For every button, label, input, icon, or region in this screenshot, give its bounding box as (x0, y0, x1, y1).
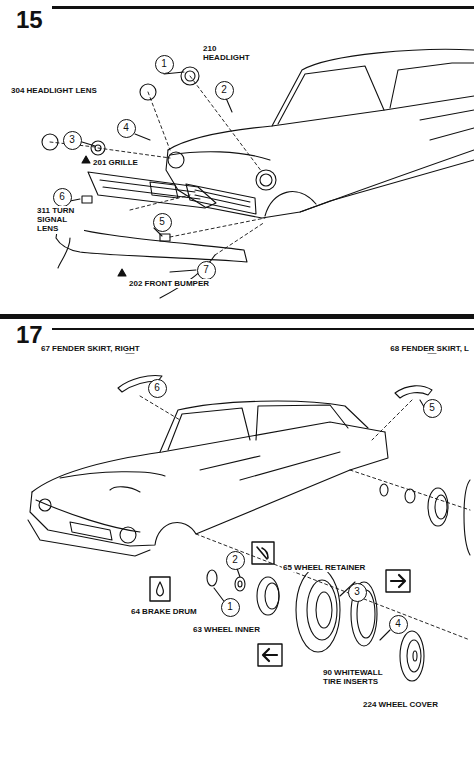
callout-circle: 7 (197, 261, 216, 280)
part-label: 311 TURN SIGNAL LENS (36, 206, 84, 234)
callout-number: 5 (429, 403, 435, 413)
callout-circle: 2 (215, 81, 234, 100)
callout-circle: 5 (423, 399, 442, 418)
callout-number: 4 (123, 123, 129, 133)
callout-circle: 5 (153, 213, 172, 232)
callout-number: 1 (161, 59, 167, 69)
part-label: 67 FENDER SKIRT, RIGHT (40, 344, 141, 353)
callout-circle: 6 (148, 379, 167, 398)
callout-number: 7 (203, 265, 209, 275)
callout-circle: 1 (155, 55, 174, 74)
part-label: 90 WHITEWALL TIRE INSERTS (322, 668, 386, 686)
callout-number: 4 (395, 619, 401, 629)
callout-circle: 4 (389, 615, 408, 634)
step-number: 17 (16, 323, 43, 347)
step-number: 15 (16, 8, 43, 32)
part-label: 224 WHEEL COVER (362, 700, 439, 709)
part-label: 202 FRONT BUMPER (128, 279, 210, 288)
callout-number: 2 (221, 85, 227, 95)
callout-circle: 6 (53, 188, 72, 207)
part-label: 63 WHEEL INNER (192, 625, 261, 634)
part-label: 210 HEADLIGHT (202, 44, 256, 62)
callout-circle: 2 (226, 551, 245, 570)
part-label: 304 HEADLIGHT LENS (10, 86, 98, 95)
part-label: 201 GRILLE (92, 158, 139, 167)
callout-number: 1 (227, 602, 233, 612)
callout-number: 2 (232, 555, 238, 565)
part-label: 64 BRAKE DRUM (130, 607, 198, 616)
callout-number: 5 (159, 217, 165, 227)
callout-circle: 4 (117, 119, 136, 138)
callout-number: 6 (154, 383, 160, 393)
callout-circle: 3 (63, 131, 82, 150)
callout-circle: 3 (348, 583, 367, 602)
part-label: 65 WHEEL RETAINER (282, 563, 366, 572)
callout-number: 3 (354, 587, 360, 597)
callout-number: 3 (69, 135, 75, 145)
part-label: 68 FENDER SKIRT, L (389, 344, 470, 353)
callout-number: 6 (59, 192, 65, 202)
callout-circle: 1 (221, 598, 240, 617)
